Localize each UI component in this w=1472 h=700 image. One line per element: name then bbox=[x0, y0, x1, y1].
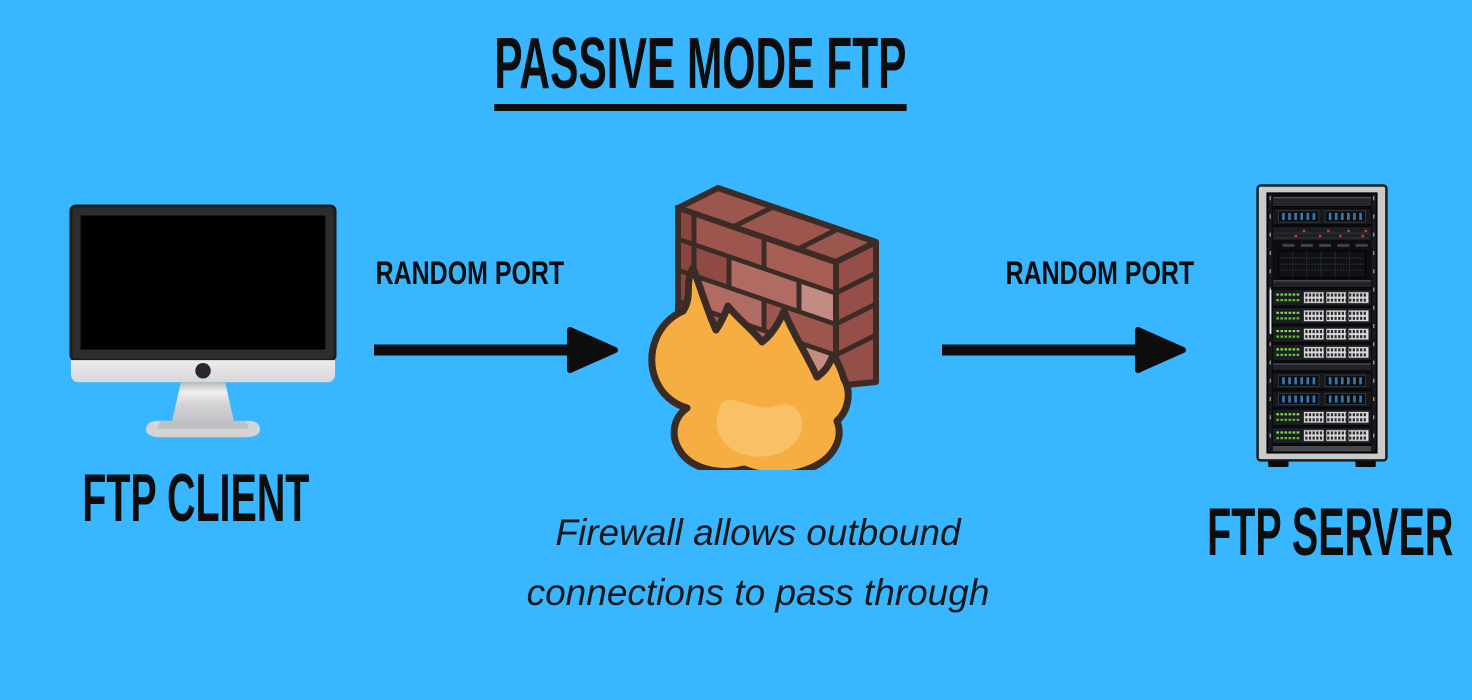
server-label: FTP SERVER bbox=[1207, 494, 1454, 570]
flow1-label-wrap: RANDOM PORT bbox=[320, 257, 620, 289]
monitor-stand-base-shade bbox=[156, 420, 250, 429]
arrow-right-icon bbox=[942, 327, 1186, 373]
rack-handle bbox=[1269, 289, 1272, 335]
title-text: PASSIVE MODE FTP bbox=[493, 28, 907, 111]
arrow-right-icon bbox=[374, 327, 618, 373]
brick-wall-flame-icon bbox=[648, 185, 879, 470]
flame bbox=[648, 264, 852, 470]
monitor-screen bbox=[80, 215, 326, 350]
rack-red-led-unit bbox=[1271, 226, 1373, 242]
rack-foot bbox=[1355, 460, 1376, 467]
monitor-camera-dot bbox=[195, 363, 211, 379]
rack-vents bbox=[1282, 243, 1368, 247]
firewall-caption: Firewall allows outbound connections to … bbox=[458, 503, 1058, 623]
monitor-stand-neck bbox=[172, 382, 234, 421]
imac-monitor-icon bbox=[69, 204, 337, 438]
caption-line-1: Firewall allows outbound bbox=[555, 512, 961, 553]
flow2-label: RANDOM PORT bbox=[1005, 255, 1195, 291]
client-label: FTP CLIENT bbox=[82, 460, 310, 536]
rack-foot bbox=[1268, 460, 1289, 467]
client-label-wrap: FTP CLIENT bbox=[0, 464, 388, 532]
server-rack-icon bbox=[1256, 184, 1388, 467]
flow2-label-wrap: RANDOM PORT bbox=[950, 257, 1250, 289]
rack-patch-grid bbox=[1277, 250, 1367, 278]
page-title: PASSIVE MODE FTP bbox=[0, 28, 1400, 111]
flow1-label: RANDOM PORT bbox=[375, 255, 565, 291]
server-label-wrap: FTP SERVER bbox=[1118, 498, 1472, 566]
caption-line-2: connections to pass through bbox=[526, 572, 990, 613]
